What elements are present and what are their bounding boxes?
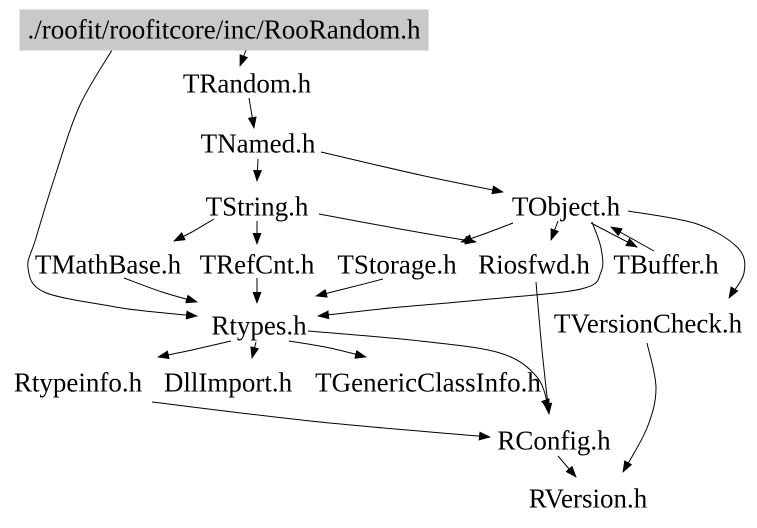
node-tstring[interactable]: TString.h [205,191,309,222]
edge-rtypes-rtypeinfo [157,340,232,360]
node-tmathbase[interactable]: TMathBase.h [34,249,182,280]
edge-tobject-tversioncheck [627,210,746,299]
edge-rtypes-tgenericclassinfo [288,340,367,359]
node-tversioncheck[interactable]: TVersionCheck.h [553,308,743,339]
node-tbuffer[interactable]: TBuffer.h [613,249,719,280]
edge-roorandom-rtypes [27,49,198,320]
edge-tstring-tmathbase [173,218,215,242]
node-rconfig[interactable]: RConfig.h [497,425,611,456]
node-tgenericclassinfo[interactable]: TGenericClassInfo.h [315,367,541,398]
edge-tobject-riosfwd [550,220,560,241]
node-dllimport[interactable]: DllImport.h [163,367,293,398]
edge-tstorage-rtypes [315,278,384,298]
edge-rconfig-rversion [557,455,577,478]
edge-tmathbase-rtypes [123,277,198,304]
node-rtypes[interactable]: Rtypes.h [211,310,307,341]
node-tnamed[interactable]: TNamed.h [200,128,316,159]
node-tstorage[interactable]: TStorage.h [337,249,457,280]
edge-tobject-tstorage [460,222,514,243]
edge-trandom-tnamed [247,97,257,129]
node-trandom[interactable]: TRandom.h [182,68,312,99]
node-trefcnt[interactable]: TRefCnt.h [199,249,315,280]
edge-tbuffer-tobject [610,226,655,252]
edge-roorandom-trandom [239,49,249,67]
node-riosfwd[interactable]: Riosfwd.h [478,249,590,280]
edge-rtypes-rconfig [307,330,550,411]
edge-rtypes-dllimport [250,341,260,359]
node-tobject[interactable]: TObject.h [511,191,621,222]
edge-rtypeinfo-rconfig [151,401,491,441]
edge-tobject-rtypes [317,221,604,320]
edge-tnamed-tobject [320,151,504,195]
edge-tversioncheck-rversion [622,342,657,473]
node-roorandom: ./roofit/roofitcore/inc/RooRandom.h [19,9,429,51]
node-rversion[interactable]: RVersion.h [528,483,648,514]
edge-tstring-riosfwd [318,213,477,245]
node-rtypeinfo[interactable]: Rtypeinfo.h [13,367,143,398]
edge-tnamed-tstring [253,158,262,182]
